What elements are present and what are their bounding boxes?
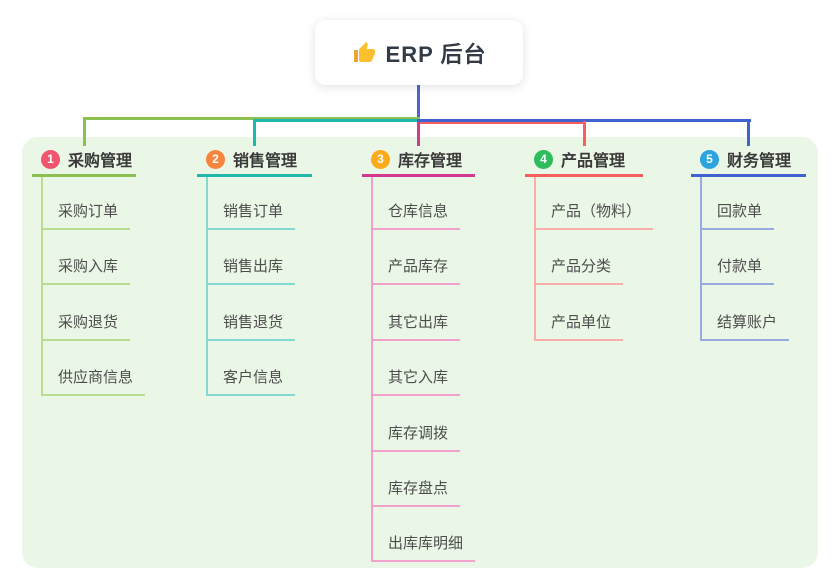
branch-label: 产品管理	[561, 153, 626, 170]
branch-number-badge: 3	[371, 149, 390, 169]
child-node[interactable]: 供应商信息	[41, 364, 146, 397]
child-label: 结算账户	[717, 313, 778, 331]
child-label: 供应商信息	[58, 369, 134, 387]
connector-rail-branch1	[83, 117, 420, 120]
connector-root-drop	[417, 85, 420, 121]
child-label: 付款单	[717, 258, 763, 276]
child-node[interactable]: 回款单	[700, 198, 775, 230]
thumbs-up-icon	[352, 41, 376, 65]
connector-rail-branch4	[417, 121, 586, 124]
connector-children-line	[371, 177, 373, 563]
connector-drop-branch2	[253, 119, 256, 146]
branch-number-badge: 5	[700, 149, 719, 169]
child-node[interactable]: 采购退货	[41, 309, 131, 341]
child-label: 库存盘点	[388, 480, 449, 497]
child-node[interactable]: 产品（物料）	[534, 198, 654, 230]
connector-children-line	[206, 177, 208, 397]
connector-children-line	[700, 177, 702, 341]
child-node[interactable]: 销售订单	[206, 198, 296, 230]
child-node[interactable]: 采购订单	[41, 198, 131, 230]
child-label: 销售退货	[223, 313, 284, 331]
child-node[interactable]: 产品分类	[534, 253, 624, 286]
branch-number-badge: 2	[206, 149, 225, 169]
child-node[interactable]: 客户信息	[206, 364, 296, 397]
child-label: 采购退货	[58, 313, 119, 331]
child-node[interactable]: 销售退货	[206, 309, 296, 341]
branch-node-5[interactable]: 5 财务管理	[691, 144, 806, 177]
child-label: 产品（物料）	[551, 203, 642, 220]
connector-children-line	[534, 177, 536, 341]
branch-node-2[interactable]: 2 销售管理	[197, 144, 312, 177]
branch-label: 销售管理	[233, 153, 298, 170]
connector-rail-branch2	[253, 119, 420, 122]
branch-number-badge: 1	[41, 149, 60, 169]
connector-children-line	[41, 177, 43, 397]
root-node[interactable]: ERP 后台	[315, 20, 523, 85]
child-node[interactable]: 产品库存	[371, 253, 461, 286]
child-node[interactable]: 产品单位	[534, 309, 624, 341]
child-label: 其它出库	[388, 313, 449, 331]
connector-rail-branch5	[417, 119, 751, 122]
child-label: 回款单	[717, 203, 763, 220]
connector-drop-branch3	[417, 122, 420, 146]
branch-label: 库存管理	[398, 153, 463, 170]
child-label: 仓库信息	[388, 203, 449, 220]
child-node[interactable]: 结算账户	[700, 309, 790, 341]
branch-label: 采购管理	[68, 153, 133, 170]
child-node[interactable]: 采购入库	[41, 253, 131, 286]
child-label: 客户信息	[223, 369, 284, 387]
branch-node-4[interactable]: 4 产品管理	[525, 144, 643, 177]
child-label: 出库库明细	[388, 535, 464, 553]
branches-panel	[22, 137, 818, 568]
child-label: 采购订单	[58, 203, 119, 220]
child-node[interactable]: 其它出库	[371, 309, 461, 341]
root-label: ERP 后台	[385, 41, 487, 67]
branch-node-1[interactable]: 1 采购管理	[32, 144, 136, 177]
child-node[interactable]: 销售出库	[206, 253, 296, 286]
child-label: 产品库存	[388, 258, 449, 276]
child-node[interactable]: 库存盘点	[371, 475, 461, 507]
child-label: 库存调拨	[388, 424, 449, 442]
child-node[interactable]: 出库库明细	[371, 530, 476, 563]
child-label: 销售订单	[223, 203, 284, 220]
branch-number-badge: 4	[534, 149, 553, 169]
connector-drop-branch4	[582, 121, 586, 146]
child-label: 采购入库	[58, 258, 119, 276]
connector-drop-branch5	[747, 119, 750, 146]
child-node[interactable]: 仓库信息	[371, 198, 461, 230]
child-node[interactable]: 付款单	[700, 253, 775, 286]
child-node[interactable]: 库存调拨	[371, 420, 461, 452]
child-label: 产品分类	[551, 258, 612, 276]
branch-node-3[interactable]: 3 库存管理	[362, 144, 475, 177]
branch-label: 财务管理	[727, 153, 792, 170]
child-label: 产品单位	[551, 313, 612, 331]
child-label: 其它入库	[388, 369, 449, 387]
connector-drop-branch1	[82, 117, 86, 146]
child-node[interactable]: 其它入库	[371, 364, 461, 397]
child-label: 销售出库	[223, 258, 284, 276]
